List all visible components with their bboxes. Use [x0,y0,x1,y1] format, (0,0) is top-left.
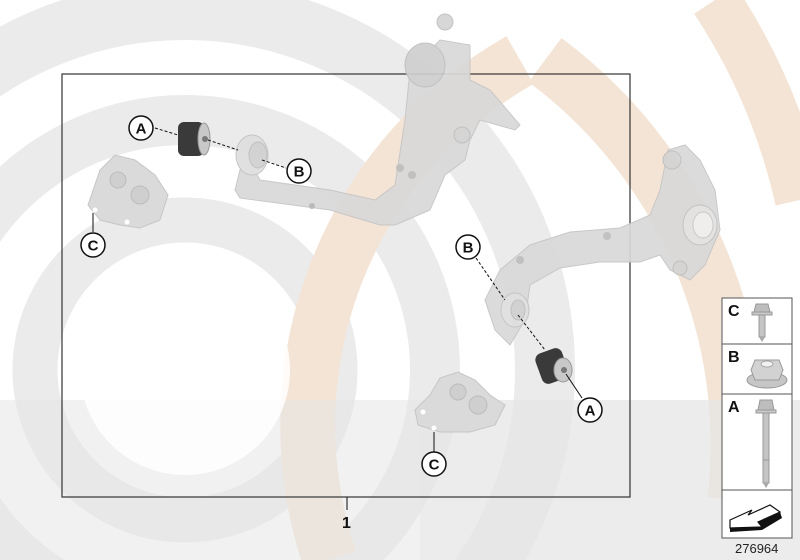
legend-item-c[interactable]: C [728,303,773,342]
bracket-left[interactable] [87,154,169,229]
callout-c-left[interactable]: C [80,232,106,258]
leader-a-lower [565,373,583,399]
svg-text:A: A [728,399,740,416]
svg-text:C: C [728,303,740,320]
legend-item-a[interactable]: A [728,399,777,488]
leader-ab-lower [517,314,546,351]
svg-text:B: B [294,164,305,181]
diagram-id: 276964 [735,541,778,556]
leader-ab-upper [207,139,239,151]
item-number: 1 [342,515,351,532]
svg-text:A: A [585,403,596,420]
leader-b-upper [261,159,287,169]
rubber-bushing-upper[interactable] [178,122,211,156]
parts-legend: C B A [721,297,793,539]
svg-text:B: B [463,240,474,257]
callout-c-right[interactable]: C [421,451,447,477]
leader-b-lower [475,257,506,301]
svg-text:B: B [728,349,740,366]
arrow-down-left-icon [729,504,782,532]
hex-flange-nut-icon [746,359,788,389]
svg-text:A: A [136,121,147,138]
leader-a-upper [154,127,179,136]
lower-control-arm[interactable] [484,144,721,346]
upper-control-arm[interactable] [234,13,521,226]
bracket-right[interactable] [414,371,506,433]
hex-flange-bolt-long-icon [755,399,777,488]
legend-item-b[interactable]: B [728,349,788,389]
hex-flange-bolt-short-icon [751,303,773,342]
callout-b-lower[interactable]: B [455,234,481,260]
svg-text:C: C [88,238,99,255]
svg-text:C: C [429,457,440,474]
callout-a-upper[interactable]: A [128,115,154,141]
callout-b-upper[interactable]: B [286,158,312,184]
kit-frame [61,73,631,498]
callout-a-lower[interactable]: A [577,397,603,423]
